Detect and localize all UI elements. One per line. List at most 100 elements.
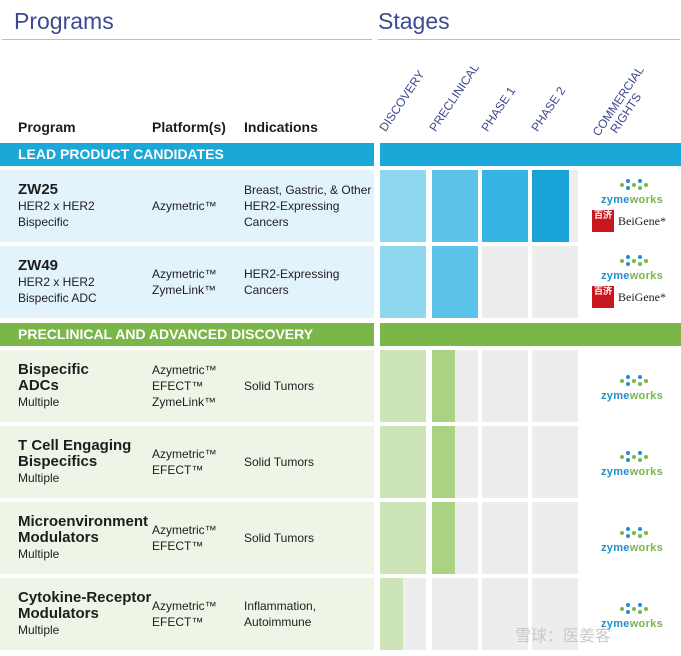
stage-cell: [432, 426, 478, 498]
program-name: ZW25: [18, 181, 59, 198]
zymeworks-dot-icon: [620, 379, 624, 383]
stage-cell: [380, 350, 426, 422]
program-row: [0, 502, 374, 574]
stage-cell: [482, 578, 528, 650]
program-platform: Azymetric™: [152, 267, 217, 281]
zymeworks-dot-icon: [638, 262, 642, 266]
program-row: [0, 350, 374, 422]
zymeworks-dots-icon: [592, 450, 672, 462]
stage-cell: [380, 578, 426, 650]
stage-cell: [380, 246, 426, 318]
progress-fill: [380, 170, 426, 242]
zymeworks-dot-icon: [620, 607, 624, 611]
beigene-seal-icon: 百济: [592, 210, 614, 232]
program-name: Microenvironment: [18, 513, 149, 530]
program-indication: Solid Tumors: [244, 455, 315, 469]
zymeworks-dots-icon: [592, 254, 672, 266]
zymeworks-dot-icon: [620, 531, 624, 535]
zymeworks-dot-icon: [626, 451, 630, 455]
lead-candidates-band: LEAD PRODUCT CANDIDATES: [0, 143, 374, 166]
zymeworks-dot-icon: [638, 451, 642, 455]
program-name: Modulators: [18, 605, 99, 622]
progress-fill: [432, 170, 478, 242]
zymeworks-logo: zymeworks: [592, 254, 672, 284]
zymeworks-dot-icon: [632, 259, 636, 263]
stage-cell: [532, 170, 578, 242]
stages-heading: Stages: [378, 8, 450, 34]
program-name: ADCs: [18, 377, 59, 394]
column-header-indications: Indications: [244, 119, 318, 135]
zymeworks-dot-icon: [626, 527, 630, 531]
program-platform: EFECT™: [152, 615, 204, 629]
zymeworks-dots-icon: [592, 178, 672, 190]
stage-label-phase-2: PHASE 2: [528, 84, 569, 134]
zymeworks-dots-icon: [592, 374, 672, 386]
zymeworks-wordmark-works: works: [629, 194, 663, 206]
program-indication: Solid Tumors: [244, 531, 315, 545]
zymeworks-logo: zymeworks: [592, 526, 672, 556]
progress-fill: [380, 246, 426, 318]
zymeworks-dot-icon: [638, 375, 642, 379]
zymeworks-wordmark-zyme: zyme: [600, 618, 630, 630]
zymeworks-dot-icon: [620, 455, 624, 459]
program-platform: Azymetric™: [152, 599, 217, 613]
zymeworks-dot-icon: [626, 458, 630, 462]
zymeworks-wordmark: zymeworks: [601, 466, 663, 478]
program-indication: HER2-Expressing: [244, 267, 340, 281]
program-platform: Azymetric™: [152, 199, 217, 213]
stage-label-commercial-rights: COMMERCIAL RIGHTS: [589, 63, 647, 139]
program-platform: EFECT™: [152, 539, 204, 553]
program-row: [0, 426, 374, 498]
zymeworks-dot-icon: [620, 183, 624, 187]
zymeworks-wordmark-zyme: zyme: [600, 390, 630, 402]
zymeworks-wordmark: zymeworks: [601, 390, 663, 402]
zymeworks-wordmark: zymeworks: [601, 618, 663, 630]
program-indication: Cancers: [244, 215, 289, 229]
preclinical-programs-band-right: [380, 323, 681, 346]
zymeworks-logo: zymeworks: [592, 602, 672, 632]
stage-cell: [432, 350, 478, 422]
program-row: [0, 578, 374, 650]
zymeworks-dot-icon: [644, 379, 648, 383]
zymeworks-dot-icon: [644, 259, 648, 263]
program-row: [0, 246, 374, 318]
program-name: Bispecific: [18, 361, 89, 378]
program-indication: Cancers: [244, 283, 289, 297]
stage-label-preclinical: PRECLINICAL: [426, 60, 483, 135]
zymeworks-wordmark-zyme: zyme: [600, 466, 630, 478]
program-name: T Cell Engaging: [18, 437, 132, 454]
zymeworks-wordmark-works: works: [629, 542, 663, 554]
zymeworks-dot-icon: [626, 382, 630, 386]
stage-cell: [532, 246, 578, 318]
zymeworks-wordmark-zyme: zyme: [600, 194, 630, 206]
zymeworks-dot-icon: [638, 458, 642, 462]
zymeworks-dots-icon: [592, 526, 672, 538]
zymeworks-wordmark: zymeworks: [601, 194, 663, 206]
programs-heading: Programs: [14, 8, 114, 34]
program-indication: Breast, Gastric, & Other: [244, 183, 372, 197]
zymeworks-dot-icon: [626, 534, 630, 538]
program-platform: EFECT™: [152, 379, 204, 393]
progress-fill: [532, 170, 569, 242]
progress-fill: [380, 350, 426, 422]
zymeworks-dot-icon: [626, 603, 630, 607]
stage-cell: [380, 170, 426, 242]
zymeworks-wordmark: zymeworks: [601, 542, 663, 554]
zymeworks-dots-icon: [592, 602, 672, 614]
stage-cell: [482, 170, 528, 242]
zymeworks-dot-icon: [632, 379, 636, 383]
progress-fill: [380, 426, 426, 498]
stages-divider: [378, 39, 680, 40]
zymeworks-wordmark-works: works: [629, 390, 663, 402]
beigene-seal-icon: 百济: [592, 286, 614, 308]
zymeworks-dot-icon: [626, 255, 630, 259]
zymeworks-dot-icon: [632, 607, 636, 611]
zymeworks-dot-icon: [638, 603, 642, 607]
stage-cell: [532, 578, 578, 650]
zymeworks-dot-icon: [626, 262, 630, 266]
zymeworks-dot-icon: [638, 255, 642, 259]
program-subtitle: Multiple: [18, 395, 60, 409]
zymeworks-logo: zymeworks: [592, 374, 672, 404]
